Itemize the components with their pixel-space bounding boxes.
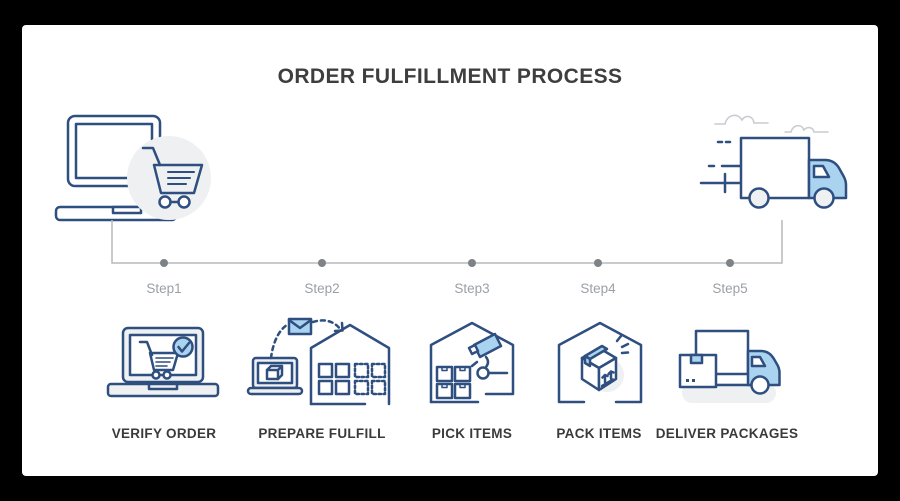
step-title-1: VERIFY ORDER — [111, 426, 217, 441]
dashed-arrow-icon — [269, 319, 343, 360]
check-icon — [177, 341, 191, 353]
wheel-icon — [750, 375, 770, 395]
cart-glyph — [138, 340, 180, 380]
truck-with-packages-icon — [678, 329, 781, 403]
timeline-dot — [160, 259, 168, 267]
warehouse-glyph — [309, 323, 391, 406]
step-title-4: PACK ITEMS — [556, 426, 642, 441]
timeline-dot — [726, 259, 734, 267]
boxes-glyph — [435, 365, 472, 400]
step-label-2: Step2 — [304, 281, 340, 296]
canvas-panel: ORDER FULFILLMENT PROCESS — [22, 25, 878, 476]
laptop-cart-check-icon — [106, 326, 220, 398]
step-title-2: PREPARE FULFILL — [258, 426, 386, 441]
arrowhead — [333, 321, 344, 333]
sparkle-lines — [615, 334, 630, 355]
envelope-icon — [287, 317, 313, 336]
check-badge — [172, 336, 194, 358]
warehouse-robot-arm-icon — [429, 321, 515, 404]
packed-box-glyph — [580, 344, 618, 392]
laptop-cube-glyph — [246, 356, 304, 396]
timeline-dot — [594, 259, 602, 267]
timeline-dot — [318, 259, 326, 267]
step-label-4: Step4 — [580, 281, 616, 296]
step-title-5: DELIVER PACKAGES — [655, 426, 799, 441]
cloud-icon — [714, 114, 769, 125]
step-label-1: Step1 — [146, 281, 182, 296]
warehouse-glyph — [429, 321, 515, 404]
cloud-icon — [784, 124, 829, 133]
delivery-truck-illustration — [699, 114, 848, 209]
page-title: ORDER FULFILLMENT PROCESS — [277, 65, 623, 88]
timeline-dot — [468, 259, 476, 267]
robot-arm-glyph — [467, 332, 509, 380]
step-label-5: Step5 — [712, 281, 748, 296]
laptop-envelope-warehouse-icon — [246, 317, 391, 406]
laptop-shopping-cart-illustration — [54, 114, 211, 222]
timeline — [111, 220, 783, 267]
cab-window — [750, 355, 767, 368]
fragile-arrows — [600, 370, 615, 388]
step-title-3: PICK ITEMS — [431, 426, 513, 441]
warehouse-glyph — [557, 321, 643, 404]
warehouse-packed-box-icon — [557, 321, 643, 404]
truck-icon — [739, 136, 848, 209]
small-box-glyph — [678, 353, 718, 389]
timeline-connector-line — [111, 220, 783, 264]
step-label-3: Step3 — [454, 281, 490, 296]
shopping-cart-icon — [141, 146, 204, 209]
